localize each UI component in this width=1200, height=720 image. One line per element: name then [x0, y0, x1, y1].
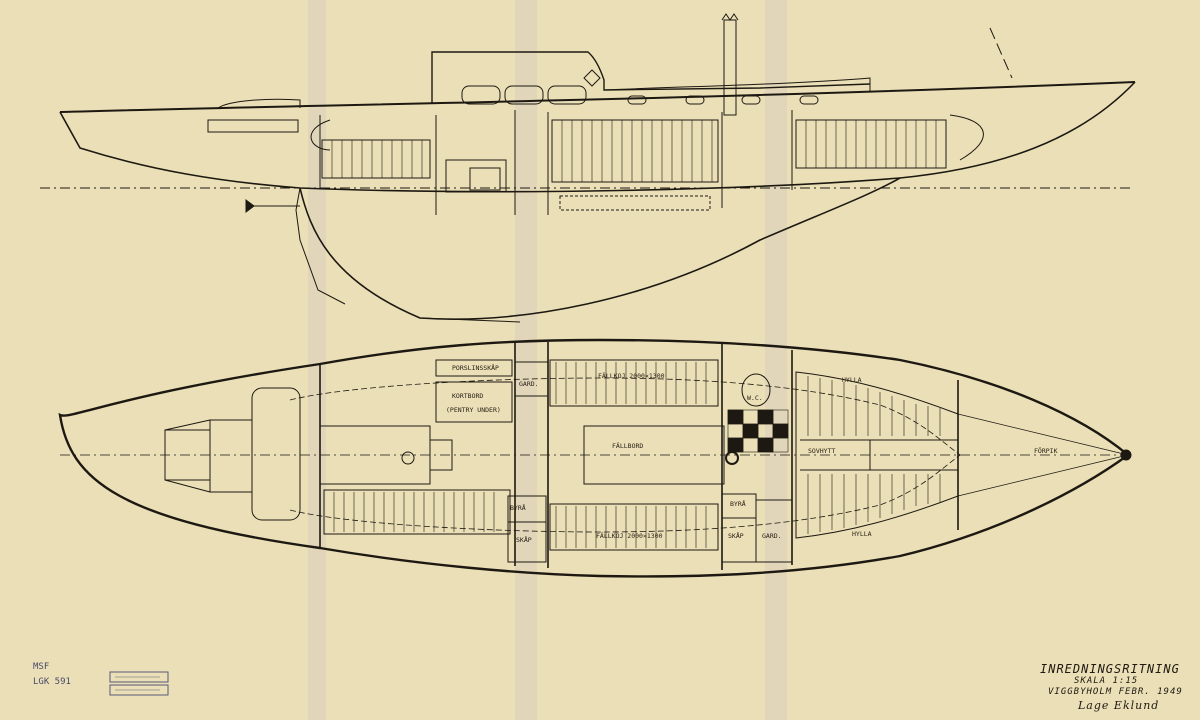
porthole-window	[547, 85, 587, 105]
kortbord-table	[435, 381, 513, 423]
designer-signature: Lage Eklund	[1078, 699, 1160, 712]
porthole	[627, 95, 647, 105]
porthole-window	[504, 85, 544, 105]
galley-counter	[319, 425, 431, 485]
cockpit-coaming	[217, 98, 301, 109]
archive-code-line1: MSF	[33, 662, 50, 672]
label-forpik: FÖRPIK	[1034, 446, 1058, 455]
label-gard-1: GARD.	[519, 380, 539, 388]
label-byra-2: BYRÅ	[730, 499, 746, 508]
side-profile	[40, 13, 1136, 323]
label-hylla-top: HYLLA	[842, 376, 862, 384]
galley-cabinet	[469, 167, 501, 191]
berth-aft	[321, 139, 431, 179]
label-kortbord: KORTBORD	[452, 392, 483, 400]
label-pentry: (PENTRY UNDER)	[446, 406, 501, 414]
hatch-plan	[333, 362, 941, 548]
berth-fore	[795, 119, 947, 169]
skap-2	[721, 517, 757, 563]
lazarette	[164, 429, 211, 481]
cockpit-seat	[209, 419, 253, 493]
berth-port	[549, 359, 719, 407]
label-skap-2: SKÅP	[728, 531, 744, 540]
label-porslinsskap: PORSLINSSKÅP	[452, 363, 499, 372]
porslinsskap-cabinet	[435, 359, 513, 377]
label-fallkoj-top: FÄLLKOJ 2000×1300	[598, 371, 665, 380]
hull-outline	[59, 81, 1136, 193]
deck-line-port	[289, 377, 961, 456]
cockpit-locker	[207, 119, 299, 133]
deck-line-stbd	[289, 454, 961, 533]
galley-block	[445, 159, 507, 193]
cabin-trunk	[431, 51, 871, 104]
stem-head	[1120, 449, 1132, 461]
lazarette-edge	[164, 419, 211, 493]
drawing-title: INREDNINGSRITNING	[1040, 662, 1180, 676]
plan-hull-outline	[58, 338, 1130, 578]
archive-stamp	[109, 671, 169, 696]
wc-basin	[725, 451, 739, 465]
label-sovhytt: SOVHYTT	[808, 447, 835, 455]
ventilator	[583, 69, 601, 87]
keel-bottom	[419, 317, 521, 323]
galley-sink	[401, 451, 415, 465]
gard-locker	[755, 499, 793, 563]
porthole	[685, 95, 705, 105]
sheer-line	[59, 81, 1136, 113]
wc-checker-floor	[727, 409, 789, 453]
fold-band	[308, 0, 326, 720]
rudder	[295, 187, 346, 305]
label-hylla-bottom: HYLLA	[852, 530, 872, 538]
plan-view	[58, 338, 1132, 578]
aft-berth	[323, 489, 511, 535]
porthole	[799, 95, 819, 105]
label-skap-1: SKÅP	[516, 535, 532, 544]
fold-band	[515, 0, 537, 720]
cockpit	[251, 387, 301, 521]
cabin-roof	[603, 77, 871, 92]
keel-outline	[299, 177, 901, 320]
berth-saloon	[551, 119, 719, 183]
vee-berth-edge	[800, 439, 870, 471]
bench-front	[559, 195, 711, 211]
label-gard-2: GARD.	[762, 532, 782, 540]
byra-1	[507, 495, 547, 523]
bulkhead-curve	[310, 119, 331, 151]
archive-code-line2: LGK 591	[33, 677, 71, 687]
gard-locker-port	[514, 361, 549, 397]
mast-top	[721, 13, 739, 21]
wc-toilet	[741, 373, 771, 407]
mast	[723, 19, 737, 116]
propeller	[245, 199, 255, 213]
hatch-profile	[331, 120, 937, 182]
label-byra-1: BYRÅ	[510, 503, 526, 512]
forestay	[989, 27, 1013, 79]
porthole	[741, 95, 761, 105]
bow-bulkhead-curve	[949, 114, 984, 161]
label-fallkoj-bottom: FÄLLKOJ 2000×1300	[596, 531, 663, 540]
porthole-window	[461, 85, 501, 105]
fold-band	[765, 0, 787, 720]
label-fallbord: FÄLLBORD	[612, 441, 643, 450]
drawing-scale: SKALA 1:15	[1074, 676, 1139, 686]
drawing-place-date: VIGGBYHOLM FEBR. 1949	[1048, 687, 1183, 697]
berth-stbd	[549, 503, 719, 551]
label-wc: W.C.	[747, 394, 763, 402]
fallbord-table	[583, 425, 725, 485]
